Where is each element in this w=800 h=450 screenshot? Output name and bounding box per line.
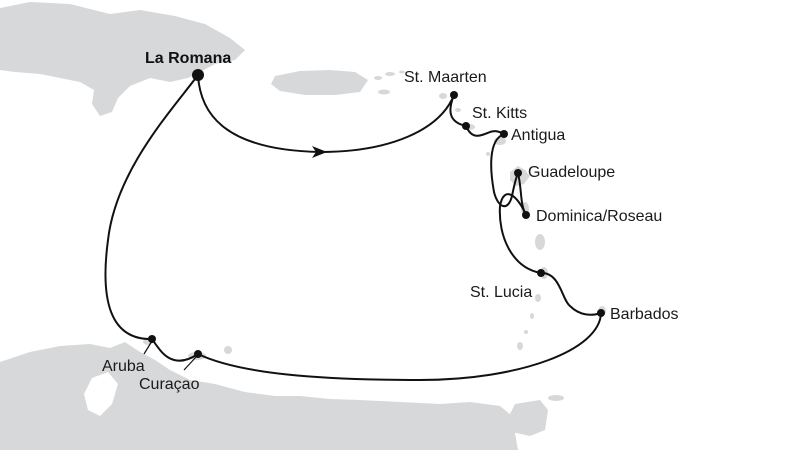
port-label-aruba: Aruba xyxy=(102,358,145,375)
route-leg-barbados-curacao xyxy=(197,312,602,381)
land-bonaire xyxy=(224,346,232,354)
land-grenadines xyxy=(517,294,541,350)
port-label-st-kitts: St. Kitts xyxy=(472,105,527,122)
route-leg-antigua-guadeloupe xyxy=(490,133,519,207)
port-marker-dominica[interactable] xyxy=(522,211,530,219)
port-marker-guadeloupe[interactable] xyxy=(514,169,522,177)
route-leg-dominica-st-lucia xyxy=(498,193,542,274)
port-label-barbados: Barbados xyxy=(610,306,679,323)
port-label-antigua: Antigua xyxy=(511,127,565,144)
land-south-america xyxy=(0,342,518,450)
port-marker-barbados[interactable] xyxy=(597,309,605,317)
land-virgin-islands xyxy=(374,70,405,95)
route-leg-st-lucia-barbados xyxy=(540,271,602,316)
port-label-st-lucia: St. Lucia xyxy=(470,284,532,301)
land-martinique xyxy=(535,234,545,250)
land-puerto-rico xyxy=(271,70,368,95)
land-tobago xyxy=(548,395,564,401)
port-marker-curacao[interactable] xyxy=(194,350,202,358)
land-masses xyxy=(0,2,606,450)
port-label-st-maarten: St. Maarten xyxy=(404,69,487,86)
port-marker-st-maarten[interactable] xyxy=(450,91,458,99)
port-label-dominica: Dominica/Roseau xyxy=(536,208,662,225)
gulf-of-venezuela xyxy=(84,372,118,416)
land-hispaniola xyxy=(0,2,245,116)
land-trinidad xyxy=(508,400,548,436)
port-markers xyxy=(148,69,605,358)
port-label-la-romana: La Romana xyxy=(145,50,231,67)
label-leaders xyxy=(143,340,198,371)
port-marker-antigua[interactable] xyxy=(500,130,508,138)
port-label-guadeloupe: Guadeloupe xyxy=(528,164,615,181)
land-leeward-islands xyxy=(439,93,506,156)
cruise-route xyxy=(104,74,602,381)
arrow-head-icon xyxy=(312,146,327,158)
port-marker-la-romana[interactable] xyxy=(192,69,204,81)
route-leg-curacao-aruba xyxy=(151,338,199,362)
port-label-curacao: Curaçao xyxy=(139,376,200,393)
port-marker-st-kitts[interactable] xyxy=(462,122,470,130)
port-marker-aruba[interactable] xyxy=(148,335,156,343)
route-leg-aruba-la-romana xyxy=(104,74,199,341)
port-marker-st-lucia[interactable] xyxy=(537,269,545,277)
port-labels: La Romana St. Maarten St. Kitts Antigua … xyxy=(102,50,679,393)
